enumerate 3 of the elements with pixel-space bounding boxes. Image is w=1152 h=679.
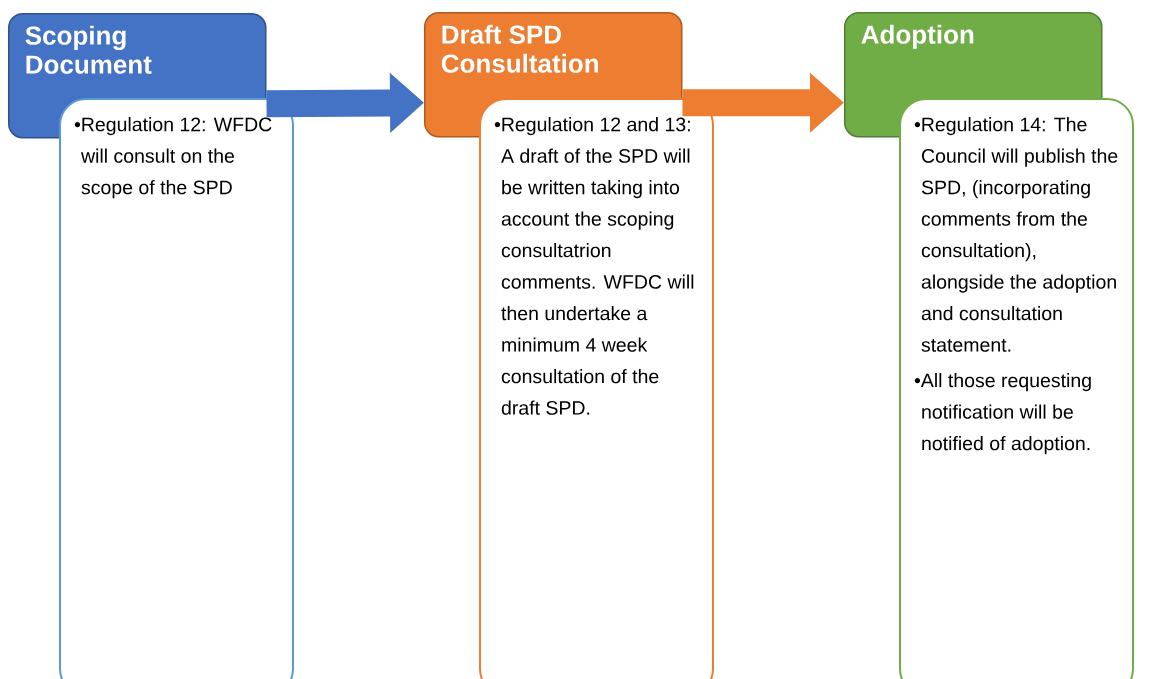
description-box: •Regulation 12: WFDC will consult on the scope of the SPD: [59, 98, 294, 679]
description-box: •Regulation 12 and 13: A draft of the SPD will be written taking into account the scoping consultatrion comments. WFDC will then undertake a minimum 4 week consultation of the draft SPD.: [479, 98, 714, 679]
description-box: •Regulation 14: The Council will publish the SPD, (incorporating comments from the consultation), alongside the adoption and consultation statement. •All those requesting notification will be notified of adoption.: [899, 98, 1134, 679]
